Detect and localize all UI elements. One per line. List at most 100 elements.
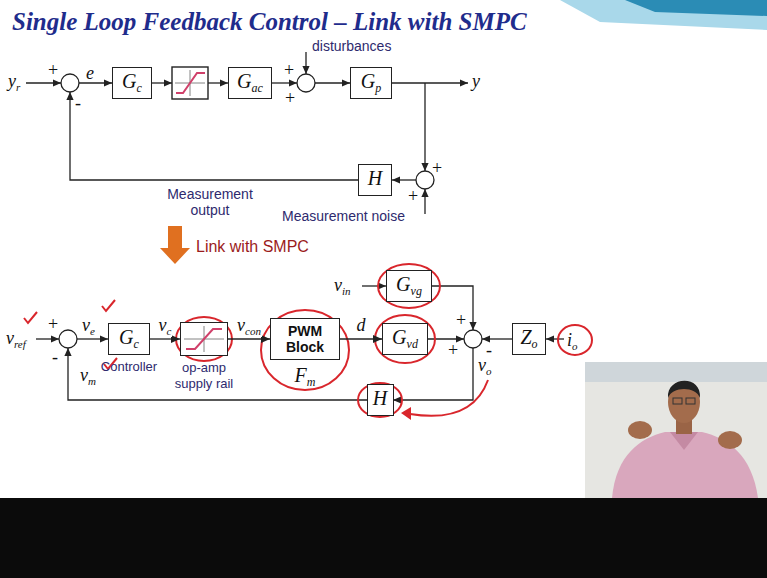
actuator-box: Gac (228, 67, 272, 99)
signal-wire (392, 179, 416, 180)
signal-wire (362, 285, 386, 286)
input-note: disturbances (312, 38, 391, 54)
block-label: Zo (520, 326, 537, 351)
sign-mark: + (432, 158, 442, 179)
red-annotation (358, 383, 402, 417)
presenter-photo (585, 362, 767, 498)
summing-junction (297, 74, 315, 92)
signal-name: vcon (236, 316, 262, 337)
signal-wire (315, 82, 350, 83)
block-label: Gvd (392, 326, 418, 351)
signal-name: vm (80, 366, 96, 387)
signal-wire (305, 52, 306, 74)
signal-wire (79, 82, 112, 83)
signal-name: io (567, 331, 578, 352)
saturation-block: op-amp supply rail (180, 322, 228, 356)
sign-mark: + (285, 88, 295, 109)
block-caption: op-amp supply rail (166, 360, 242, 391)
transfer-function-box: Gvd (382, 323, 428, 355)
signal-name: vc (158, 316, 173, 337)
signal-wire (77, 338, 108, 339)
header-band (560, 0, 767, 30)
sign-mark: + (408, 186, 418, 207)
header-band (625, 0, 767, 16)
block-caption: Fm (295, 364, 316, 389)
signal-name: vin (334, 276, 351, 297)
sign-mark: - (75, 93, 81, 114)
saturation-symbol (181, 323, 227, 355)
path-note: Measurement output (150, 186, 270, 218)
presenter-photo (686, 398, 695, 404)
controller-box: Gc (112, 67, 152, 99)
sign-mark: + (456, 310, 466, 331)
block-label: Gc (122, 70, 142, 95)
signal-wire (272, 82, 297, 83)
sign-mark: + (448, 340, 458, 361)
block-label: PWM Block (277, 323, 333, 355)
presenter-photo (670, 432, 698, 450)
signal-name: ve (82, 316, 95, 337)
presenter-photo (585, 362, 767, 498)
presenter-photo (673, 398, 682, 404)
signal-name: d (356, 316, 367, 337)
presenter-photo (668, 381, 700, 398)
input-note: Measurement noise (282, 208, 405, 224)
pwm-block: PWM BlockFm (270, 318, 340, 360)
red-annotation (558, 325, 592, 355)
signal-wire (208, 82, 228, 83)
presenter-photo (585, 362, 767, 382)
header-band (560, 0, 767, 30)
presenter-photo (612, 432, 758, 498)
controller-box: GcController (108, 323, 150, 355)
red-annotation (24, 264, 592, 420)
saturation-symbol (176, 73, 205, 93)
signal-wire (393, 348, 473, 400)
signal-wire (26, 82, 61, 83)
signal-wire (26, 52, 564, 400)
signal-wire (546, 338, 564, 339)
block-caption: Controller (101, 359, 157, 375)
summing-junction (61, 74, 79, 92)
block-arrow (160, 226, 190, 264)
signal-wire (36, 338, 59, 339)
signal-wire (70, 92, 358, 180)
block-label: Gp (361, 70, 381, 95)
red-annotation (410, 380, 488, 416)
sign-mark: + (48, 314, 58, 335)
summing-junction (59, 74, 482, 348)
summing-junction (416, 171, 434, 189)
block-label: Gc (119, 326, 139, 351)
red-annotation (378, 264, 440, 308)
red-annotation (24, 312, 37, 323)
saturation-symbol (175, 70, 205, 96)
sensor-box: H (358, 164, 392, 196)
saturation-symbol (184, 326, 224, 352)
red-annotation (261, 310, 349, 390)
signal-name: vo (478, 356, 492, 377)
saturation-symbol (172, 67, 208, 99)
saturation-symbol (172, 67, 208, 99)
sign-mark: - (486, 340, 492, 361)
signal-name: vref (6, 329, 26, 350)
red-annotation (102, 300, 115, 311)
signal-wire (424, 83, 425, 171)
red-annotation (375, 315, 435, 363)
arrow-head (373, 335, 382, 343)
summing-junction (464, 330, 482, 348)
transfer-function-box: Gvg (386, 270, 432, 302)
presenter-photo (628, 421, 652, 439)
block-label: Gac (237, 70, 263, 95)
sensor-box: H (367, 384, 394, 416)
red-annotation (176, 317, 232, 361)
signal-wire (424, 189, 425, 214)
presenter-photo (668, 381, 700, 423)
signal-name: yr (8, 72, 20, 93)
block-label: Gvg (396, 273, 422, 298)
block-label: H (373, 387, 387, 412)
signal-name: y (472, 72, 480, 93)
signal-wire (428, 338, 464, 339)
block-arrow (160, 226, 190, 264)
video-footer (0, 498, 767, 578)
plant-box: Gp (350, 67, 392, 99)
